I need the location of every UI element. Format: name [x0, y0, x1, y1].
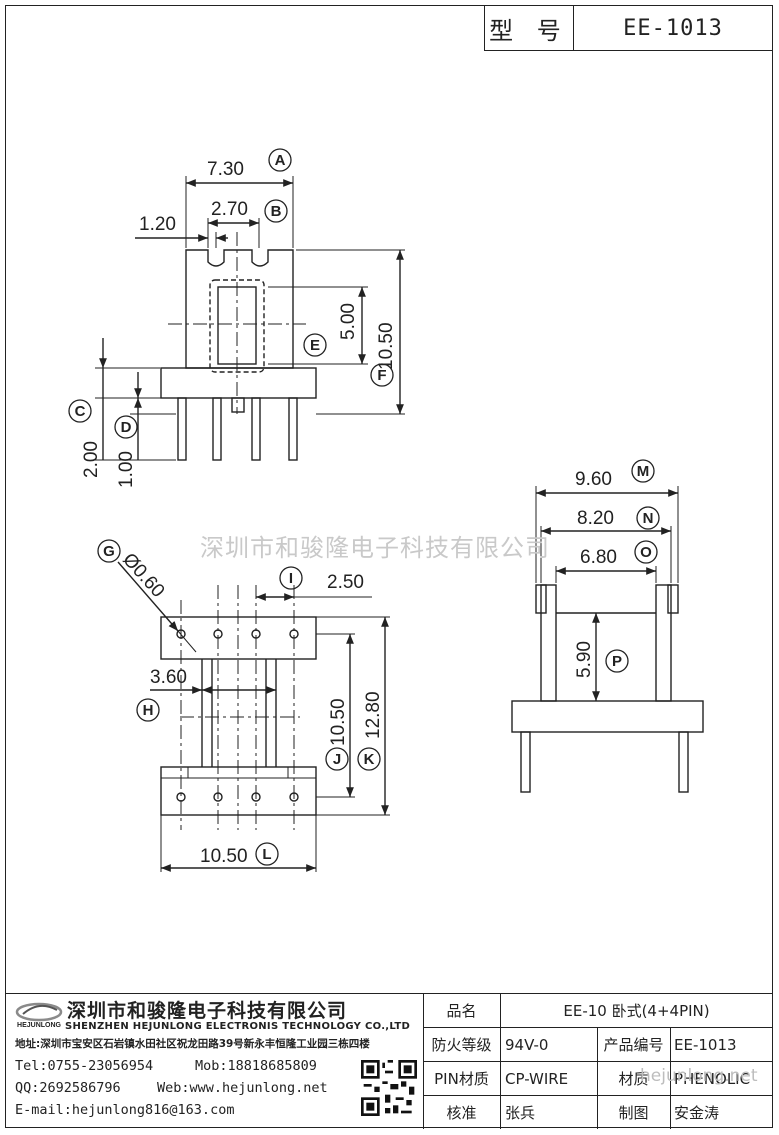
dim-o-width: 6.80 — [580, 547, 617, 568]
spec-draw-label: 制图 — [618, 1104, 649, 1122]
marker-c-label: C — [75, 403, 86, 420]
marker-n — [636, 506, 660, 530]
marker-m-label: M — [637, 463, 650, 480]
marker-h — [136, 698, 160, 722]
company-address: 地址:深圳市宝安区石岩镇水田社区祝龙田路39号新永丰恒隆工业园三栋四楼 — [15, 1038, 370, 1050]
spec-name-value: EE-10 卧式(4+4PIN) — [563, 1002, 710, 1020]
dim-slot-width: 2.70 — [211, 199, 248, 220]
company-email: E-mail:hejunlong816@163.com — [15, 1102, 235, 1118]
dim-p-height: 5.90 — [574, 641, 595, 678]
spec-material-label: 材质 — [618, 1070, 649, 1088]
marker-i-label: I — [289, 570, 293, 587]
watermark-url: hejunlong.net — [640, 1066, 758, 1086]
marker-a — [268, 148, 292, 172]
model-label: 型 号 — [485, 6, 574, 50]
marker-j-label: J — [333, 751, 341, 768]
dim-c: 2.00 — [81, 441, 102, 478]
marker-o-label: O — [640, 544, 652, 561]
marker-a-label: A — [275, 152, 286, 169]
marker-c — [68, 399, 92, 423]
company-qq: QQ:2692586796 — [15, 1080, 121, 1096]
company-mobile: Mob:18818685809 — [195, 1058, 317, 1074]
qr-code — [361, 1060, 417, 1116]
dim-base-length: 10.50 — [200, 846, 248, 867]
spec-pin-value: CP-WIRE — [505, 1069, 569, 1088]
marker-e — [303, 333, 327, 357]
spec-table: 品名 EE-10 卧式(4+4PIN) 防火等级 94V-0 产品编号 EE-1… — [423, 994, 773, 1129]
marker-b-label: B — [271, 203, 282, 220]
drawing-frame — [5, 5, 773, 1128]
company-name-en: SHENZHEN HEJUNLONG ELECTRONIS TECHNOLOGY… — [65, 1021, 411, 1032]
dim-outer-length: 12.80 — [363, 691, 384, 739]
marker-g-label: G — [103, 543, 115, 560]
marker-b — [264, 199, 288, 223]
marker-f — [370, 363, 394, 387]
company-web: Web:www.hejunlong.net — [157, 1080, 328, 1096]
marker-l-label: L — [262, 846, 271, 863]
company-logo: HEJUNLONG — [15, 1002, 63, 1029]
marker-g — [97, 539, 121, 563]
logo-text: HEJUNLONG — [17, 1022, 62, 1029]
marker-p — [605, 649, 629, 673]
dim-n-width: 8.20 — [577, 508, 614, 529]
dim-total-height: 10.50 — [376, 322, 397, 370]
dim-pin-diameter: Ø0.60 — [118, 549, 168, 602]
company-tel: Tel:0755-23056954 — [15, 1058, 154, 1074]
marker-d — [114, 415, 138, 439]
spec-check-label: 核准 — [446, 1104, 477, 1122]
spec-fire-label: 防火等级 — [431, 1036, 492, 1054]
dim-m-width: 9.60 — [575, 469, 612, 490]
dim-d: 1.00 — [116, 451, 137, 488]
spec-code-label: 产品编号 — [603, 1036, 664, 1054]
spec-pin-label: PIN材质 — [434, 1070, 489, 1088]
marker-d-label: D — [121, 419, 132, 436]
spec-check-value: 张兵 — [505, 1104, 536, 1122]
dim-inner-length: 10.50 — [328, 698, 349, 746]
spec-code-value: EE-1013 — [674, 1035, 737, 1054]
spec-draw-value: 安金涛 — [674, 1104, 720, 1122]
marker-j — [325, 747, 349, 771]
marker-p-label: P — [612, 653, 622, 670]
dim-slot-offset: 1.20 — [139, 214, 176, 235]
title-block: HEJUNLONG 深圳市和骏隆电子科技有限公司 SHENZHEN HEJUNL… — [5, 993, 773, 1129]
watermark: 深圳市和骏隆电子科技有限公司 — [200, 534, 550, 562]
spec-fire-value: 94V-0 — [505, 1035, 549, 1054]
marker-f-label: F — [377, 367, 386, 384]
company-block: HEJUNLONG 深圳市和骏隆电子科技有限公司 SHENZHEN HEJUNL… — [5, 994, 424, 1129]
marker-o — [634, 540, 658, 564]
model-value: EE-1013 — [623, 15, 723, 41]
marker-k — [357, 747, 381, 771]
technical-drawing: A B C D E F G H I J K L M N O P 7.30 2.7… — [68, 148, 704, 872]
front-view — [95, 176, 405, 461]
marker-h-label: H — [143, 702, 154, 719]
model-box: 型 号 EE-1013 — [484, 5, 773, 51]
marker-i — [279, 566, 303, 590]
marker-m — [631, 459, 655, 483]
marker-k-label: K — [364, 751, 375, 768]
bottom-view — [117, 561, 390, 872]
marker-l — [255, 842, 279, 866]
marker-n-label: N — [643, 510, 654, 527]
spec-material-value: PHENOLIC — [674, 1069, 751, 1088]
marker-e-label: E — [310, 337, 320, 354]
spec-name-label: 品名 — [446, 1002, 477, 1020]
dim-window-height: 5.00 — [338, 303, 359, 340]
dim-row-gap: 3.60 — [150, 667, 187, 688]
company-name-cn: 深圳市和骏隆电子科技有限公司 — [67, 1000, 348, 1022]
dim-top-width: 7.30 — [207, 159, 244, 180]
side-view — [511, 486, 704, 793]
dim-pin-pitch: 2.50 — [327, 572, 364, 593]
